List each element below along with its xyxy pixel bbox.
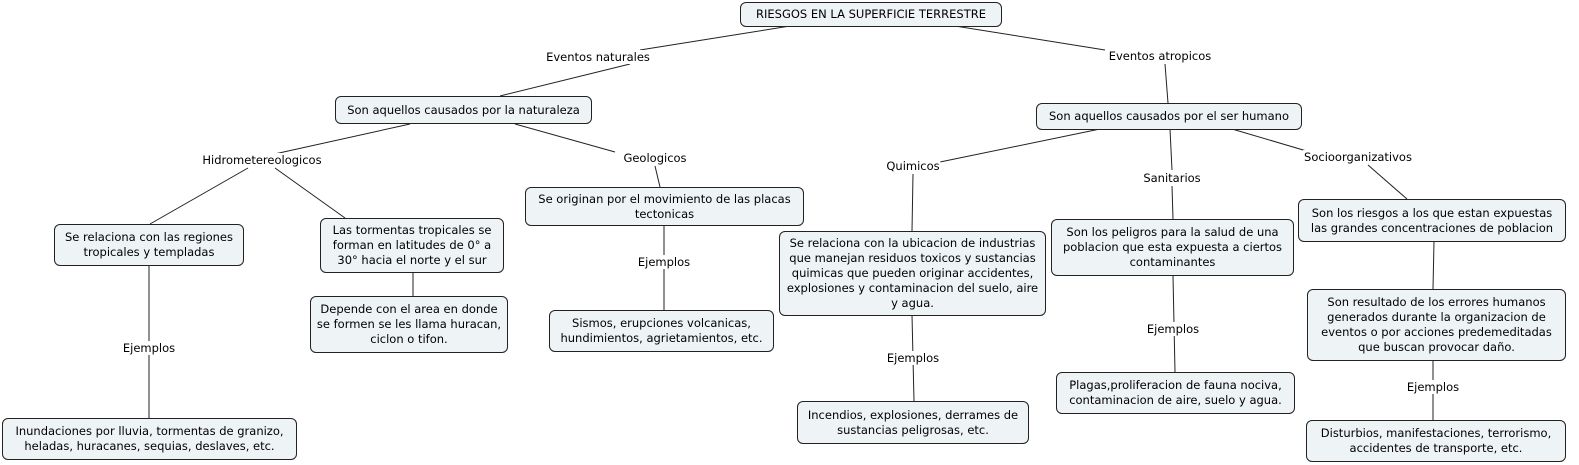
concept-incendios[interactable]: Incendios, explosiones, derrames de sust… [797,401,1029,444]
concept-peligros[interactable]: Son los peligros para la salud de una po… [1051,219,1294,276]
connector [939,128,1101,163]
root-concept[interactable]: RIESGOS EN LA SUPERFICIE TERRESTRE [740,2,1002,27]
connector [1432,240,1435,290]
link-sanitarios: Sanitarios [1142,171,1202,185]
concept-inundaciones[interactable]: Inundaciones por lluvia, tormentas de gr… [2,418,297,460]
connector [499,63,631,97]
link-ejemplos: Ejemplos [636,255,692,269]
connector [149,167,249,225]
connector [1171,185,1174,220]
connector [269,123,411,156]
concept-placas[interactable]: Se originan por el movimiento de las pla… [525,187,804,226]
connector [274,167,346,219]
concept-disturbios[interactable]: Disturbios, manifestaciones, terrorismo,… [1306,420,1566,462]
link-eventos-atropicos: Eventos atropicos [1107,49,1213,63]
concept-regiones[interactable]: Se relaciona con las regiones tropicales… [54,224,244,266]
concept-plagas[interactable]: Plagas,proliferacion de fauna nociva, co… [1056,372,1295,414]
connector [654,165,661,188]
link-quimicos: Quimicos [885,159,941,173]
connector [954,25,1106,51]
link-ejemplos: Ejemplos [1145,322,1201,336]
concept-industrias[interactable]: Se relaciona con la ubicacion de industr… [779,231,1046,316]
link-ejemplos: Ejemplos [885,351,941,365]
link-geologicos: Geologicos [622,151,688,165]
connector [1169,128,1173,171]
link-socioorganizativos: Socioorganizativos [1303,150,1413,164]
link-ejemplos: Ejemplos [1405,380,1461,394]
connector [911,173,914,232]
connector [514,123,616,153]
connector [639,25,791,51]
link-hidrometereologicos: Hidrometereologicos [201,153,323,167]
connector [1367,164,1408,200]
link-ejemplos: Ejemplos [121,341,177,355]
concept-humano[interactable]: Son aquellos causados por el ser humano [1036,103,1302,130]
connector [1231,128,1311,153]
concept-naturaleza[interactable]: Son aquellos causados por la naturaleza [335,96,592,124]
concept-sismos[interactable]: Sismos, erupciones volcanicas, hundimien… [549,310,774,352]
concept-errores[interactable]: Son resultado de los errores humanos gen… [1307,289,1566,361]
concept-riesgos-poblacion[interactable]: Son los riesgos a los que estan expuesta… [1298,199,1566,242]
concept-depende[interactable]: Depende con el area en donde se formen s… [310,296,508,353]
connector [1164,63,1169,104]
link-eventos-naturales: Eventos naturales [545,50,651,64]
concept-tormentas[interactable]: Las tormentas tropicales se forman en la… [320,218,504,273]
